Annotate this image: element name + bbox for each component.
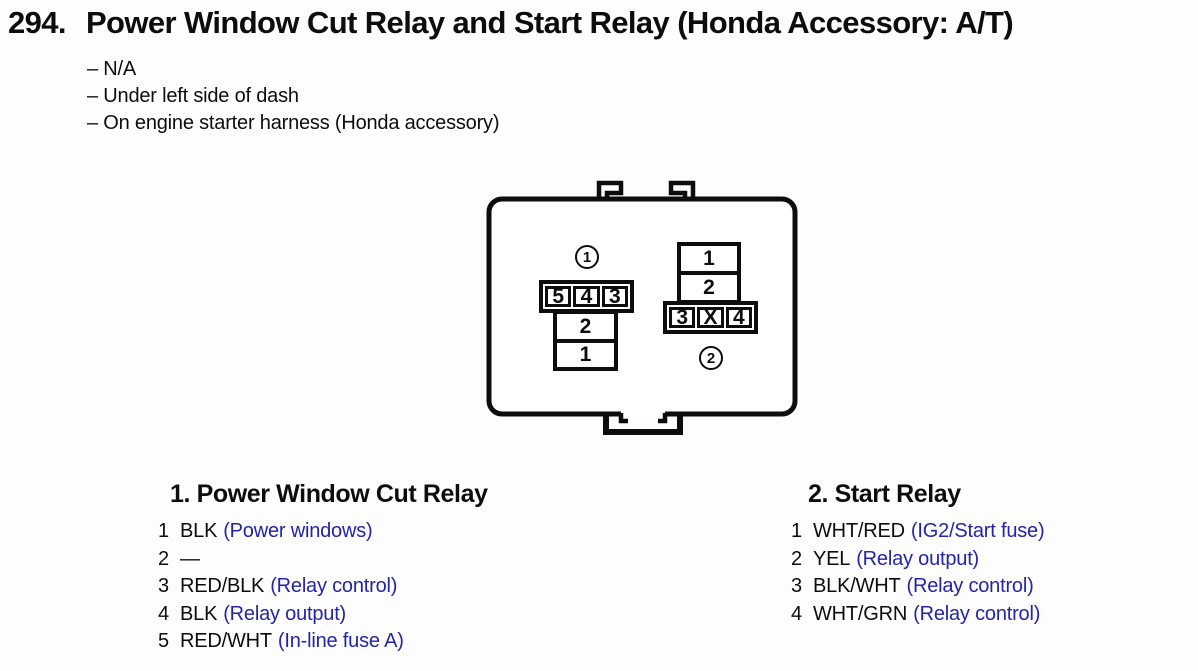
legend1-item: 4 BLK(Relay output) bbox=[158, 601, 404, 629]
legend2-list: 1 WHT/RED(IG2/Start fuse) 2 YEL(Relay outp… bbox=[791, 518, 1045, 629]
connector2-pin-row: 3 X 4 bbox=[663, 301, 758, 334]
legend1-item: 5 RED/WHT(In-line fuse A) bbox=[158, 628, 404, 656]
legend1-item: 2— bbox=[158, 546, 404, 574]
legend1-title: 1. Power Window Cut Relay bbox=[170, 480, 488, 508]
connector1-badge-number: 1 bbox=[582, 248, 592, 266]
connector1-pin-cell: 2 bbox=[557, 314, 614, 343]
wire-function: (Relay output) bbox=[856, 547, 980, 570]
legend2-item: 2 YEL(Relay output) bbox=[791, 546, 1044, 574]
connector2-pin-cell: 2 bbox=[703, 276, 715, 299]
wire-color: WHT/RED bbox=[813, 520, 905, 542]
location-notes: – N/A – Under left side of dash – On eng… bbox=[87, 56, 500, 137]
legend2-item: 3 BLK/WHT(Relay control) bbox=[791, 573, 1044, 601]
pin-number: 1 bbox=[158, 520, 169, 542]
wire-function: (Relay control) bbox=[906, 575, 1034, 597]
wire-function: (Relay control) bbox=[270, 575, 398, 597]
note-line: – Under left side of dash bbox=[87, 85, 299, 107]
bottom-tab bbox=[603, 415, 683, 435]
pin-number: 2 bbox=[791, 547, 802, 570]
wire-color: RED/WHT bbox=[180, 630, 272, 652]
connector1-pin-row: 5 4 3 bbox=[539, 280, 634, 313]
wire-function: (Relay control) bbox=[913, 602, 1041, 625]
connector1-pin-cell: 1 bbox=[579, 343, 592, 367]
connector2-pin-stack: 1 2 bbox=[677, 242, 741, 304]
bottom-hook-left bbox=[618, 413, 628, 424]
connector2-pin-cell: 3 bbox=[669, 307, 696, 328]
wire-color: YEL bbox=[813, 547, 851, 570]
wire-function: (Power windows) bbox=[223, 520, 373, 542]
connector2-badge-number: 2 bbox=[706, 349, 716, 367]
pin-number: 4 bbox=[158, 602, 169, 625]
wire-function: (IG2/Start fuse) bbox=[910, 520, 1045, 542]
legend1-item: 1 BLK(Power windows) bbox=[158, 518, 404, 546]
wire-color: BLK bbox=[180, 602, 218, 625]
connector1-pin-cell: 5 bbox=[545, 286, 572, 307]
legend2-item: 1 WHT/RED(IG2/Start fuse) bbox=[791, 518, 1045, 546]
pin-number: 4 bbox=[791, 602, 802, 625]
bottom-edge-gap bbox=[621, 409, 665, 418]
pin-number: 1 bbox=[791, 520, 802, 542]
section-title: Power Window Cut Relay and Start Relay (… bbox=[85, 5, 1014, 40]
legend2-title: 2. Start Relay bbox=[808, 480, 961, 508]
top-left-tab bbox=[596, 180, 624, 201]
connector2-pin-cell: 1 bbox=[681, 246, 737, 275]
pin-number: 2 bbox=[158, 547, 169, 570]
wire-color: BLK bbox=[180, 520, 218, 542]
page-title: 294. Power Window Cut Relay and Start Re… bbox=[8, 5, 1014, 41]
wire-color: BLK/WHT bbox=[813, 575, 901, 597]
pin-number: 5 bbox=[158, 630, 169, 652]
connector1-badge: 1 bbox=[575, 245, 599, 269]
note-line: – On engine starter harness (Honda acces… bbox=[87, 112, 500, 134]
top-right-tab bbox=[668, 180, 696, 201]
note-line: – N/A bbox=[87, 58, 137, 80]
section-number: 294. bbox=[8, 5, 67, 40]
pin-number: 3 bbox=[158, 575, 169, 597]
connector1-pin-cell: 3 bbox=[601, 286, 628, 307]
connector2-pin-cell: X bbox=[697, 307, 724, 328]
wire-function: (In-line fuse A) bbox=[277, 630, 404, 652]
legend1-item: 3 RED/BLK(Relay control) bbox=[158, 573, 404, 601]
connector1-pin-cell: 4 bbox=[573, 286, 600, 307]
connector1-pin-stack: 2 1 bbox=[553, 310, 618, 371]
bottom-hook-right bbox=[658, 413, 668, 424]
wire-function: (Relay output) bbox=[223, 602, 347, 625]
wire-color: WHT/GRN bbox=[813, 602, 908, 625]
wire-color: RED/BLK bbox=[180, 575, 265, 597]
connector2-badge: 2 bbox=[699, 346, 723, 370]
legend2-item: 4 WHT/GRN(Relay control) bbox=[791, 601, 1044, 629]
connector2-pin-cell: 4 bbox=[725, 307, 752, 328]
wire-color: — bbox=[180, 547, 200, 570]
pin-number: 3 bbox=[791, 575, 802, 597]
